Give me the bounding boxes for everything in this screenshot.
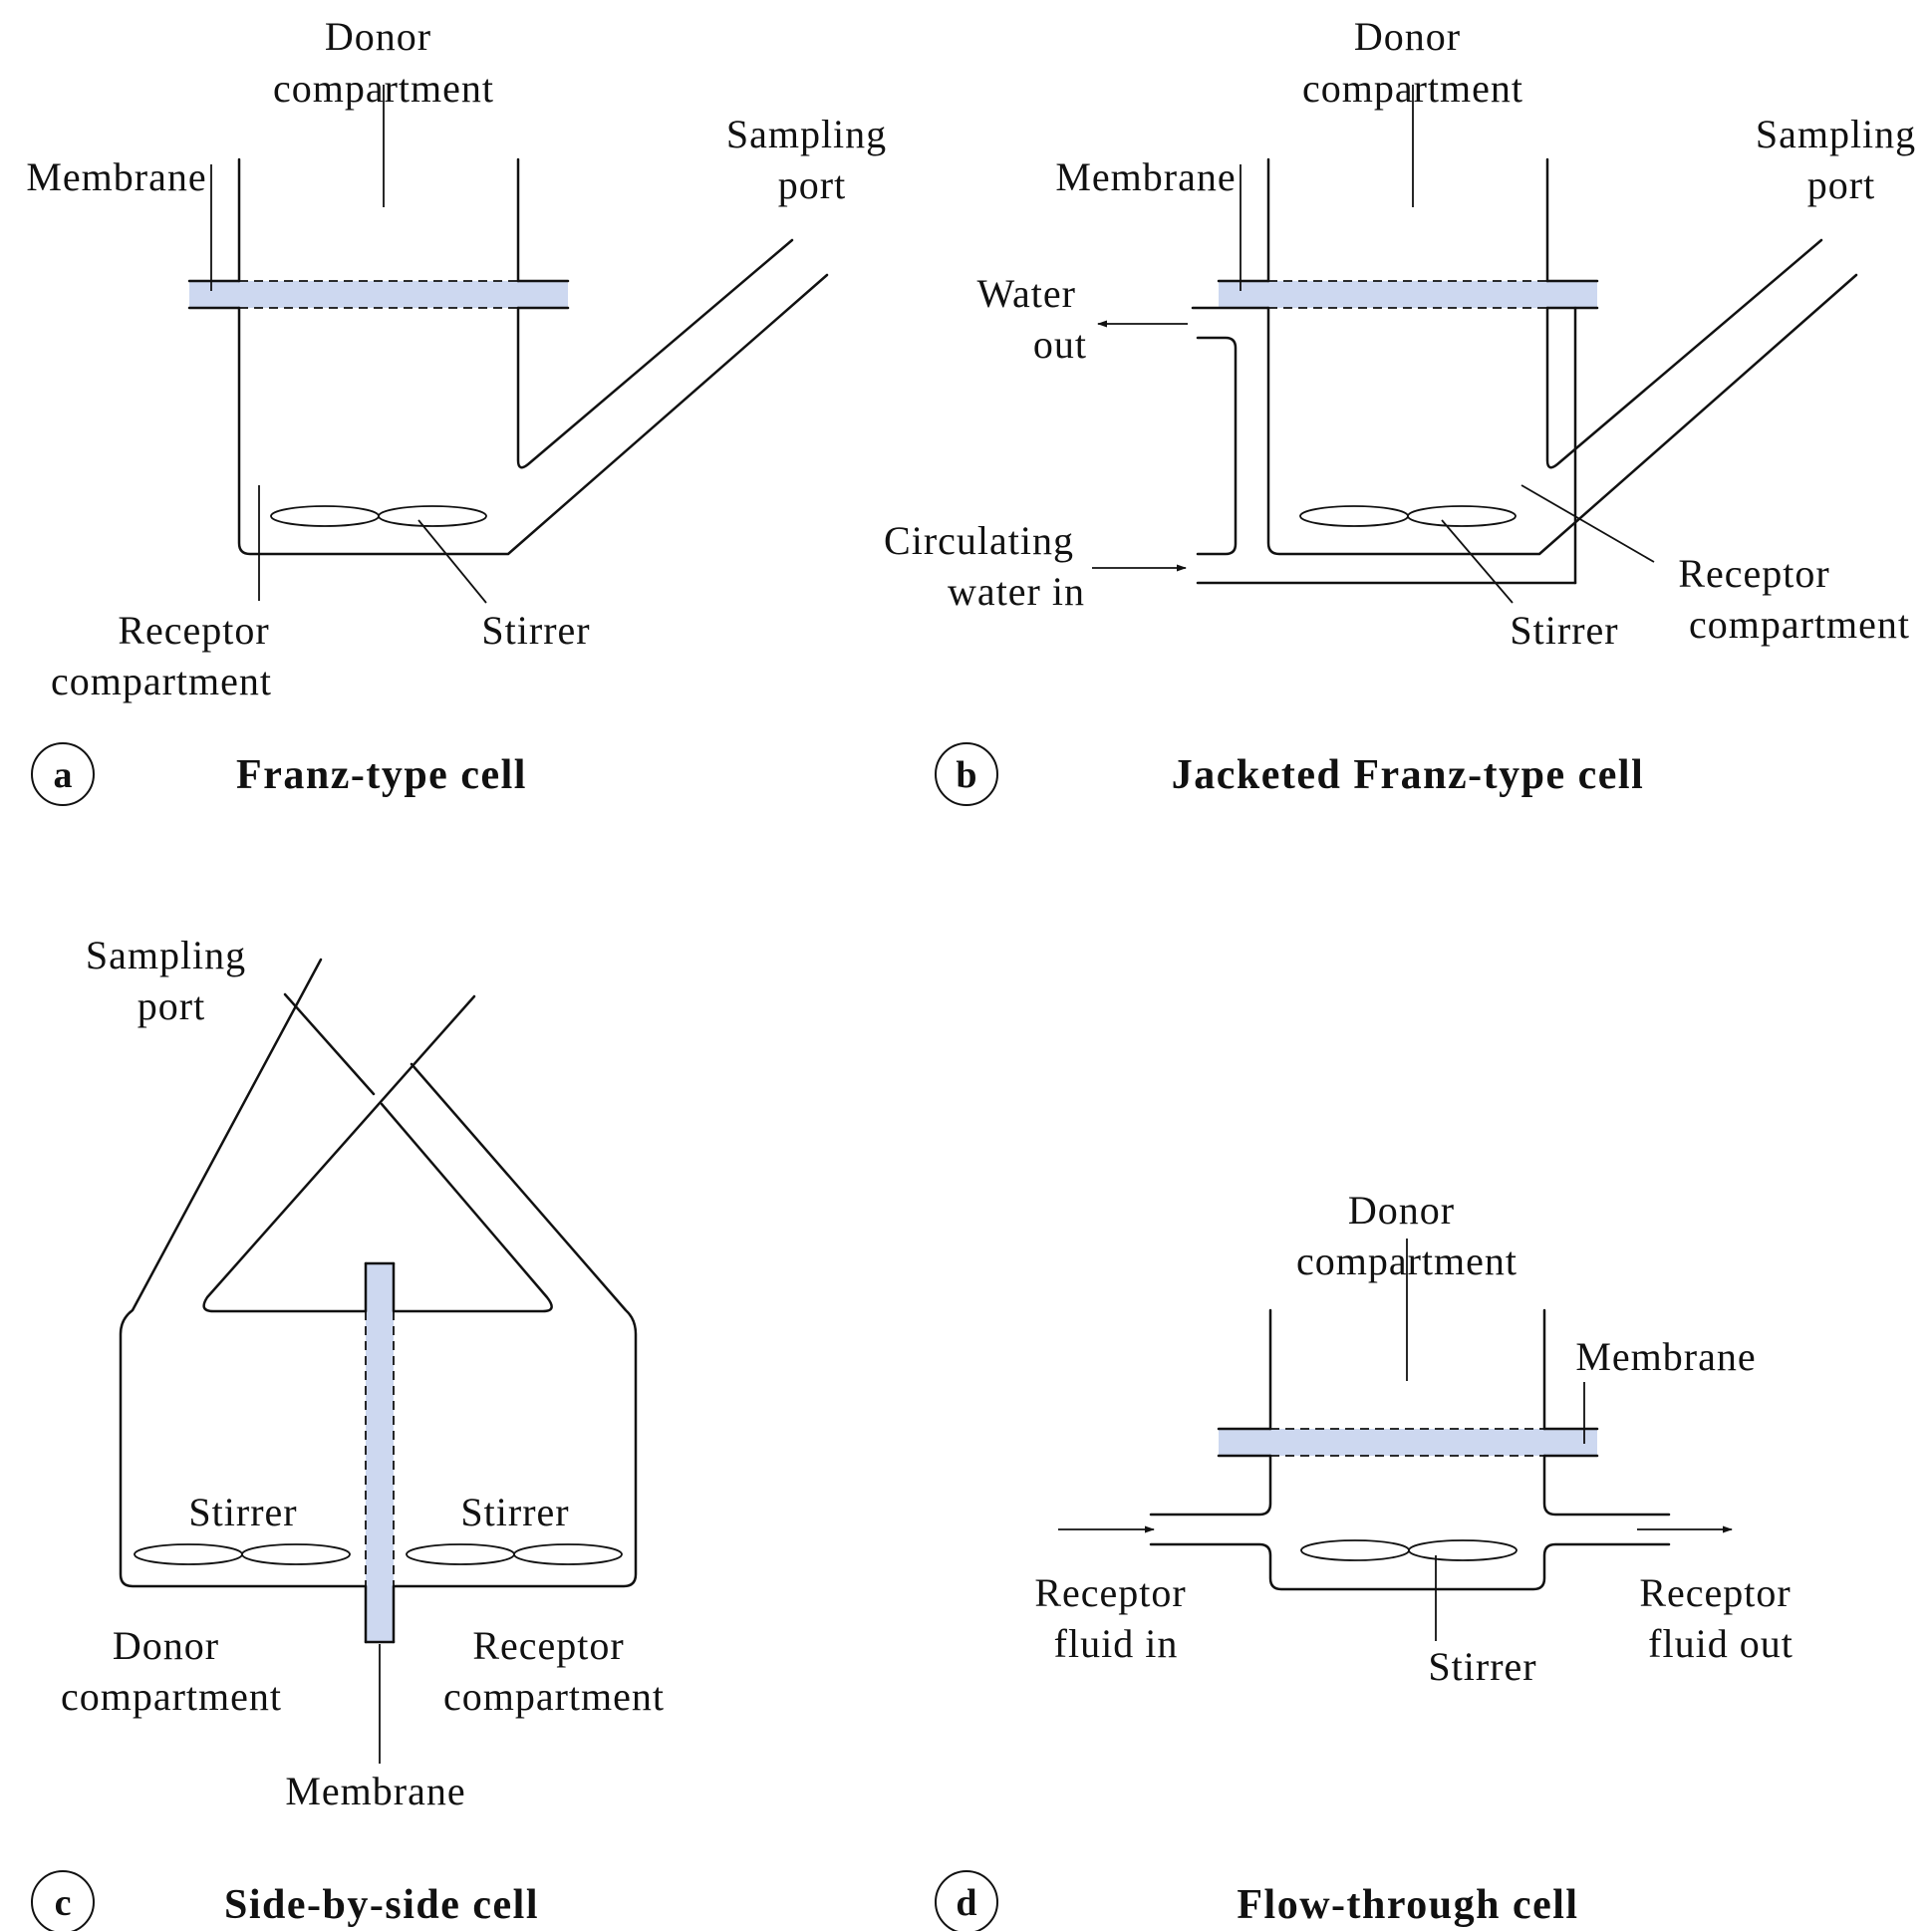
stirrer-label: Stirrer (1428, 1644, 1536, 1689)
sampling-port-label: Sampling port (86, 933, 257, 1028)
donor-label: Donor compartment (1296, 1188, 1518, 1283)
membrane-band (1219, 281, 1597, 308)
panel-title: Flow-through cell (1237, 1882, 1578, 1928)
panel-letter: d (956, 1882, 976, 1924)
panel-letter-circle (935, 1870, 998, 1931)
sampling-port-inner (1545, 238, 1823, 469)
sampling-port-inner (516, 238, 794, 469)
membrane-band (189, 281, 568, 308)
panel-letter: a (54, 754, 73, 796)
fluid-in-label: Receptor fluid in (1034, 1570, 1197, 1666)
flow-channel-top-right (1542, 1454, 1671, 1517)
stirrer (1300, 1539, 1518, 1561)
stirrer (270, 505, 487, 527)
panel-letter-circle (31, 1870, 95, 1931)
water-jacket (1196, 306, 1577, 585)
sampling-port-label: Sampling port (1756, 112, 1927, 207)
panel-a: Donor compartment Membrane Sampling port… (26, 14, 898, 806)
membrane-label: Membrane (26, 154, 206, 199)
fluid-out-label: Receptor fluid out (1639, 1570, 1801, 1666)
stirrer-label: Stirrer (481, 608, 590, 653)
stirrer-right (406, 1543, 623, 1565)
membrane-label: Membrane (1575, 1334, 1756, 1379)
flow-channel-bottom (1149, 1542, 1671, 1591)
panel-letter-circle (31, 742, 95, 806)
panel-d: Donor compartment Membrane Receptor flui… (935, 1188, 1801, 1931)
receptor-label: Receptor compartment (1678, 551, 1910, 647)
receptor-label: Receptor compartment (51, 608, 281, 703)
donor-compartment-walls (237, 157, 520, 283)
stirrer-left (134, 1543, 351, 1565)
donor-compartment-walls (1268, 1308, 1546, 1431)
sampling-port-label: Sampling port (726, 112, 898, 207)
donor-label: Donor compartment (61, 1623, 282, 1719)
panel-c: Sampling port Stirrer Stirrer Donor comp… (31, 933, 665, 1931)
membrane-band (366, 1263, 394, 1642)
panel-b: Donor compartment Membrane Sampling port… (884, 14, 1927, 806)
donor-label: Donor compartment (1302, 14, 1523, 111)
flow-channel-top (1149, 1454, 1272, 1517)
stirrer (1299, 505, 1517, 527)
donor-compartment-walls (1266, 157, 1549, 283)
panel-title: Side-by-side cell (224, 1882, 539, 1928)
stirrer-label: Stirrer (1510, 608, 1618, 653)
stirrer-right-label: Stirrer (460, 1490, 569, 1534)
panel-title: Jacketed Franz-type cell (1172, 752, 1645, 798)
membrane-label: Membrane (285, 1769, 465, 1813)
cell-body (119, 958, 638, 1588)
panel-letter-circle (935, 742, 998, 806)
receptor-compartment-body (1266, 273, 1858, 556)
panel-title: Franz-type cell (236, 752, 527, 798)
receptor-compartment-body (237, 273, 829, 556)
stirrer-left-label: Stirrer (188, 1490, 297, 1534)
membrane-band (1219, 1429, 1597, 1456)
receptor-label: Receptor compartment (443, 1623, 665, 1719)
membrane-label: Membrane (1055, 154, 1236, 199)
water-out-label: Water out (977, 271, 1088, 367)
panel-letter: b (956, 754, 976, 796)
water-in-label: Circulating water in (884, 518, 1085, 614)
panel-letter: c (55, 1882, 72, 1924)
donor-label: Donor compartment (273, 14, 494, 111)
